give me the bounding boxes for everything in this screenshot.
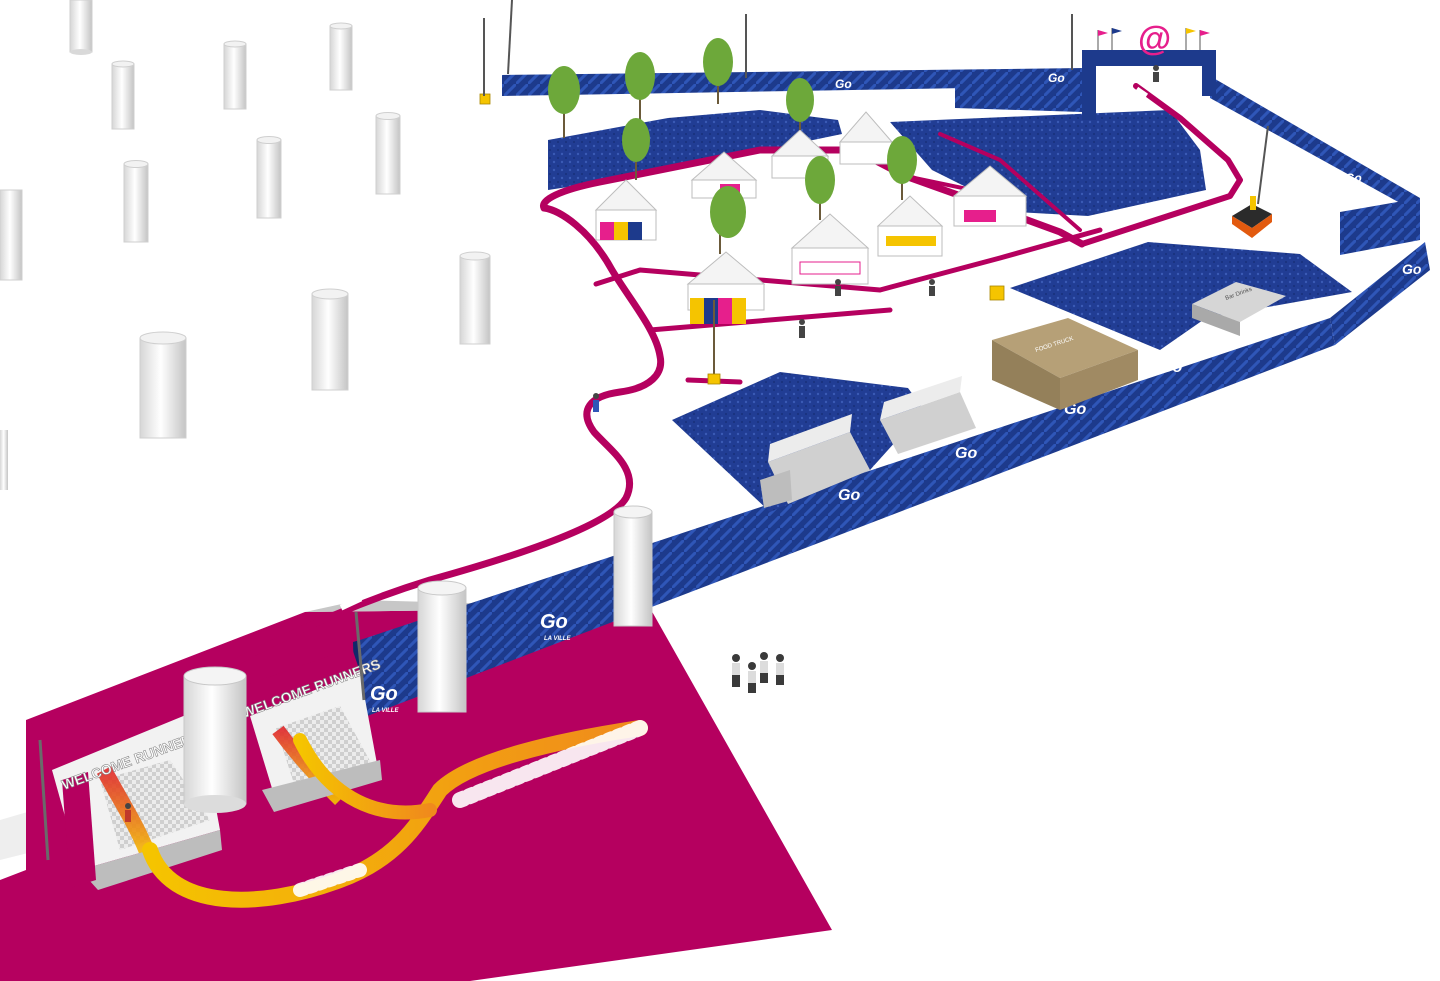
tent-icon <box>594 179 658 241</box>
fence-logo: Go <box>838 487 860 504</box>
pillar-icon <box>256 136 282 219</box>
runner-icon <box>929 279 935 296</box>
fence-logo-subtext: LA VILLE <box>544 636 571 642</box>
fence-logo: Go <box>1402 261 1422 277</box>
tree-icon <box>703 38 733 104</box>
perimeter-fence-lower <box>353 318 1335 720</box>
tree-icon <box>622 118 650 180</box>
stage-box: FOOD TRUCK <box>992 318 1138 410</box>
perimeter-fence-right <box>1330 198 1430 345</box>
pillar-icon <box>459 251 491 345</box>
tree-icon <box>710 186 746 254</box>
runner-icon <box>776 654 784 685</box>
pillar-icon <box>311 288 349 391</box>
planters <box>479 93 1005 385</box>
pedestrians <box>125 65 1159 822</box>
tree-icon <box>805 156 835 220</box>
runner-icon <box>748 662 756 693</box>
tents <box>594 111 1028 324</box>
fence-logo: Go <box>955 445 977 462</box>
lounge-carpet-right <box>1010 242 1352 350</box>
pillar-icon <box>375 112 401 195</box>
entrance-pillar <box>183 666 247 813</box>
flag-icon <box>1097 28 1210 50</box>
runner-icon <box>799 319 805 338</box>
finish-stage <box>1232 196 1272 238</box>
runner-lanes <box>142 720 648 908</box>
planting-zone-left <box>548 110 842 190</box>
background-pillars <box>0 0 491 490</box>
fence-logo: Go <box>1048 71 1065 85</box>
runner-icon <box>125 803 131 822</box>
walkway-crossings <box>339 86 1231 611</box>
pillar-icon <box>139 331 187 439</box>
runner-icon <box>835 279 841 296</box>
welcome-gate-left: WELCOME RUNNERS <box>30 656 222 890</box>
pillar-icon <box>0 430 8 490</box>
tree-icon <box>887 136 917 200</box>
light-pole-icon <box>483 0 1269 205</box>
tent-icon <box>686 251 766 324</box>
entrance-pillar <box>613 505 653 627</box>
runner-icon <box>732 654 740 687</box>
trees <box>548 38 917 378</box>
entrance-pillar <box>417 580 467 713</box>
lounge-carpet-top <box>890 110 1206 216</box>
pillar-icon <box>329 22 353 91</box>
pillar-icon <box>123 160 149 243</box>
runners-group <box>732 652 784 693</box>
tree-icon <box>548 66 580 138</box>
pillar-icon <box>0 189 23 281</box>
bar-platform: Bar Drinks <box>1192 282 1286 336</box>
food-truck <box>880 376 976 454</box>
tree-icon <box>786 78 814 130</box>
fence-logo: Go <box>370 683 398 705</box>
tent-icon <box>790 213 870 285</box>
fence-logo: Go <box>835 77 852 91</box>
fence-logo: Go <box>1345 171 1362 185</box>
runner-icon <box>760 652 768 683</box>
fence-logo: Go <box>1160 359 1182 376</box>
arch-logo: @ <box>1138 20 1171 58</box>
fence-logo: Go <box>540 611 568 633</box>
runner-icon <box>593 393 599 412</box>
tent-icon <box>838 111 894 165</box>
food-truck <box>760 414 870 508</box>
finish-arch: @ <box>1082 20 1216 120</box>
runner-icon <box>1153 65 1159 82</box>
fence-logo-subtext: LA VILLE <box>372 708 399 714</box>
pillar-icon <box>223 40 247 110</box>
pillar-icon <box>69 0 93 55</box>
pillar-icon <box>111 60 135 130</box>
tree-icon <box>625 52 655 130</box>
tent-icon <box>876 195 944 257</box>
light-pole-icon <box>38 611 366 861</box>
tent-icon <box>952 165 1028 227</box>
